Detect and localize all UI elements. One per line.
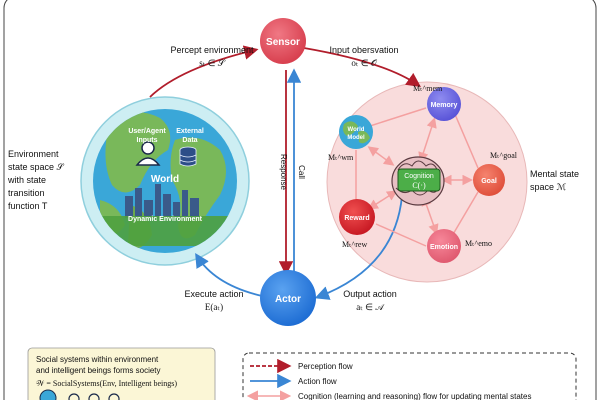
- goal-label: Goal: [481, 178, 497, 185]
- reward-label: Reward: [344, 215, 369, 222]
- env-state-line4: transition: [8, 188, 45, 198]
- sensor-node: [260, 18, 306, 64]
- social-systems-box: [27, 347, 216, 400]
- mental-state-text: Mental state space ℳ: [530, 169, 579, 192]
- cog-link-worldmodel: [367, 146, 395, 166]
- social-icons: [39, 389, 120, 400]
- output-action-title: Output action: [343, 289, 397, 299]
- actor-label: Actor: [275, 294, 301, 305]
- database-icon: [179, 146, 197, 167]
- ring-link-goal-emo: [451, 191, 479, 237]
- cog-link-memory: [418, 117, 437, 163]
- world-label: World: [151, 174, 179, 185]
- percept-math: sₜ ∈ 𝒮: [199, 58, 225, 68]
- symbol-rew: Mₜ^rew: [342, 240, 367, 249]
- mental-state-line1: Mental state: [530, 169, 579, 179]
- response-label: Response: [279, 154, 288, 191]
- ring-link-wm-mem: [369, 107, 427, 127]
- percept-title: Percept environment: [170, 45, 254, 55]
- ring-link-emo-rew: [375, 223, 427, 247]
- world-model-node: [339, 115, 373, 149]
- emotion-label: Emotion: [430, 244, 458, 251]
- world-model-label-1: World: [348, 127, 365, 133]
- execute-math: E(aₜ): [205, 302, 223, 312]
- memory-label: Memory: [431, 102, 458, 109]
- symbol-emo: Mₜ^emo: [465, 239, 492, 248]
- emotion-node: [427, 229, 461, 263]
- legend-action-label: Action flow: [298, 377, 337, 386]
- legend-box: [242, 352, 577, 400]
- symbol-goal: Mₜ^goal: [490, 151, 518, 160]
- env-state-line1: Environment: [8, 149, 59, 159]
- cognition-label: Cognition: [404, 173, 434, 180]
- world-globe: [80, 96, 250, 266]
- social-line2: and intelligent beings forms society: [36, 366, 161, 375]
- dynamic-env-label: Dynamic Environment: [128, 216, 203, 223]
- goal-node: [473, 164, 505, 196]
- env-state-line2: state space 𝒮: [8, 162, 65, 172]
- memory-node: [427, 87, 461, 121]
- actor-node: [260, 270, 316, 326]
- legend-perception-label: Perception flow: [298, 362, 353, 371]
- user-icon: [135, 141, 161, 166]
- mental-state-line2: space ℳ: [530, 182, 567, 192]
- env-state-line3: with state: [7, 175, 46, 185]
- reward-node: [339, 199, 375, 235]
- mental-symbols: Mₜ^mem Mₜ^wm Mₜ^goal Mₜ^rew Mₜ^emo: [328, 84, 518, 249]
- env-state-line5: function T: [8, 201, 48, 211]
- user-inputs-label-1: User/Agent: [128, 128, 166, 135]
- cog-link-reward: [367, 190, 398, 210]
- input-obs-math: oₜ ∈ 𝒪: [351, 58, 377, 68]
- output-action-math: aₜ ∈ 𝒜: [356, 302, 385, 312]
- ring-link-mem-goal: [453, 111, 479, 169]
- call-label: Call: [297, 165, 306, 179]
- action-arrow-cognition-actor: [314, 195, 403, 300]
- external-data-label-2: Data: [182, 137, 197, 144]
- env-state-text: Environment state space 𝒮 with state tra…: [7, 149, 65, 211]
- execute-title: Execute action: [184, 289, 243, 299]
- perception-arrow-world-sensor: [149, 45, 259, 98]
- world-model-label-2: Model: [347, 135, 365, 141]
- user-inputs-label-2: Inputs: [137, 137, 158, 144]
- external-data-label-1: External: [176, 128, 204, 135]
- cognition-box: [397, 168, 441, 192]
- symbol-mem: Mₜ^mem: [413, 84, 443, 93]
- social-line1: Social systems within environment: [36, 355, 159, 364]
- social-formula: 𝒲 = SocialSystems(Env, Intelligent being…: [36, 379, 177, 388]
- action-arrow-actor-world: [195, 252, 263, 297]
- legend-cognition-label: Cognition (learning and reasoning) flow …: [298, 392, 531, 400]
- perception-arrow-sensor-mental: [303, 47, 421, 88]
- cognition-math: C(·): [412, 181, 426, 190]
- sensor-label: Sensor: [266, 37, 300, 48]
- input-obs-title: Input obersvation: [329, 45, 398, 55]
- symbol-wm: Mₜ^wm: [328, 153, 354, 162]
